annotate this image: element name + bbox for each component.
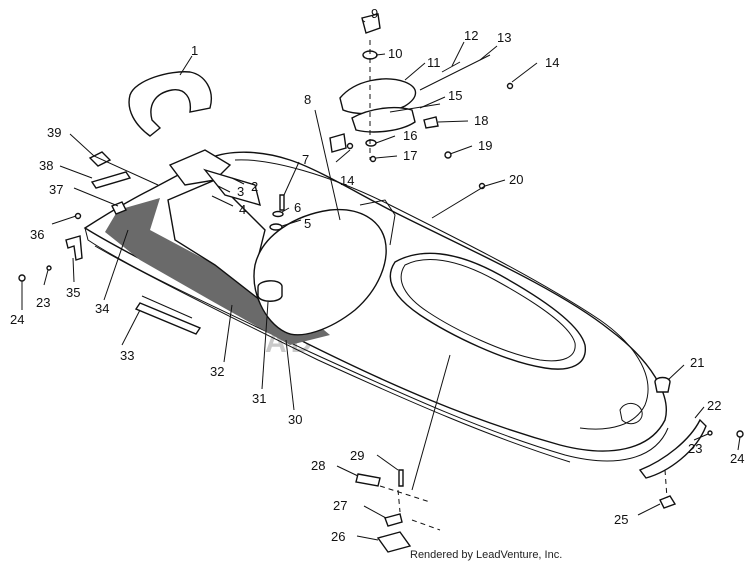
credit-text: Rendered by LeadVenture, Inc. bbox=[410, 549, 562, 561]
callout: 15 bbox=[448, 88, 462, 103]
callout: 5 bbox=[304, 216, 311, 231]
callout: 3 bbox=[237, 184, 244, 199]
callout: 30 bbox=[288, 412, 302, 427]
callout: 17 bbox=[403, 148, 417, 163]
callout: 36 bbox=[30, 227, 44, 242]
callout: 14 bbox=[545, 55, 559, 70]
callout: 20 bbox=[509, 172, 523, 187]
callout: 29 bbox=[350, 448, 364, 463]
callout: 12 bbox=[464, 28, 478, 43]
callout: 6 bbox=[294, 200, 301, 215]
callout: 34 bbox=[95, 301, 109, 316]
callout: 16 bbox=[403, 128, 417, 143]
filler-cap bbox=[257, 280, 283, 302]
leader-lines bbox=[21, 19, 741, 541]
bow-bumper bbox=[638, 418, 707, 479]
callout: 33 bbox=[120, 348, 134, 363]
callout: 9 bbox=[371, 6, 378, 21]
callout: 32 bbox=[210, 364, 224, 379]
callout: 7 bbox=[302, 152, 309, 167]
callout: 18 bbox=[474, 113, 488, 128]
callout: 31 bbox=[252, 391, 266, 406]
callout: 38 bbox=[39, 158, 53, 173]
callout: 39 bbox=[47, 125, 61, 140]
callout: 37 bbox=[49, 182, 63, 197]
callout: 22 bbox=[707, 398, 721, 413]
callout-labels: 1 2 3 4 5 6 7 8 9 10 11 12 13 14 14 15 1… bbox=[10, 6, 744, 544]
callout: 35 bbox=[66, 285, 80, 300]
callout: 4 bbox=[239, 202, 246, 217]
callout: 8 bbox=[304, 92, 311, 107]
callout: 2 bbox=[251, 179, 258, 194]
handle-grip bbox=[128, 71, 212, 137]
callout: 21 bbox=[690, 355, 704, 370]
callout: 19 bbox=[478, 138, 492, 153]
callout: 23 bbox=[36, 295, 50, 310]
callout: 27 bbox=[333, 498, 347, 513]
vent-knob bbox=[361, 13, 381, 34]
callout: 11 bbox=[427, 55, 441, 70]
tow-eye bbox=[376, 531, 412, 553]
callout: 24 bbox=[10, 312, 24, 327]
callout: 23 bbox=[688, 441, 702, 456]
hull bbox=[83, 149, 669, 463]
callout: 28 bbox=[311, 458, 325, 473]
callout: 10 bbox=[388, 46, 402, 61]
callout: 24 bbox=[730, 451, 744, 466]
rear-bracket bbox=[65, 235, 83, 261]
callout: 1 bbox=[191, 43, 198, 58]
callout: 25 bbox=[614, 512, 628, 527]
callout: 26 bbox=[331, 529, 345, 544]
callout: 14 bbox=[340, 173, 354, 188]
callout: 13 bbox=[497, 30, 511, 45]
